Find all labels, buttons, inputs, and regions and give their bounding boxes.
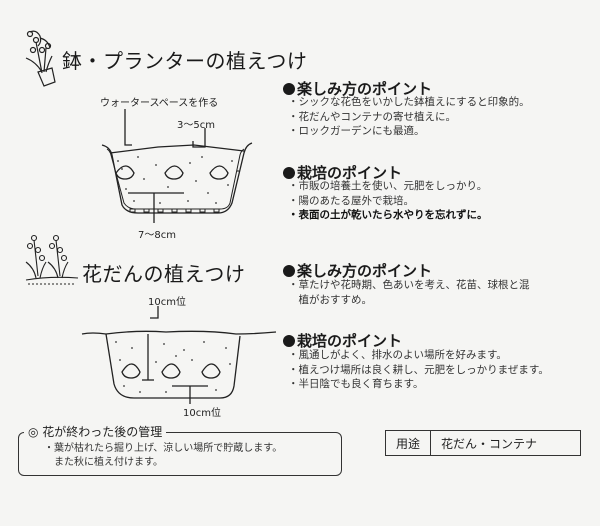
list-item: ・表面の土が乾いたら水やりを忘れずに。 bbox=[288, 209, 488, 221]
usage-table: 用途 花だん・コンテナ bbox=[385, 430, 581, 456]
after-flowering-box bbox=[18, 432, 342, 476]
bed-cultivation-list: ・風通しがよく、排水のよい場所を好みます。 ・植えつけ場所は良く耕し、元肥をしっ… bbox=[288, 348, 549, 392]
list-item: ・植えつけ場所は良く耕し、元肥をしっかりまぜます。 bbox=[288, 363, 549, 376]
pot-enjoy-heading: 楽しみ方のポイント bbox=[283, 78, 432, 99]
after-flowering-text: ・葉が枯れたら掘り上げ、涼しい場所で貯蔵します。 また秋に植え付けます。 bbox=[44, 442, 282, 470]
potted-plant-icon bbox=[25, 30, 56, 87]
list-item: ・葉が枯れたら掘り上げ、涼しい場所で貯蔵します。 bbox=[44, 443, 283, 454]
list-item: ・陽のあたる屋外で栽培。 bbox=[288, 194, 414, 207]
list-item: ・風通しがよく、排水のよい場所を好みます。 bbox=[288, 349, 507, 361]
pot-cultivation-list: ・市販の培養土を使い、元肥をしっかり。 ・陽のあたる屋外で栽培。 ・表面の土が乾… bbox=[288, 179, 488, 223]
spacing-label: 7〜8cm bbox=[138, 230, 176, 241]
bed-spacing-label: 10cm位 bbox=[183, 408, 221, 419]
pot-enjoy-list: ・シックな花色をいかした鉢植えにすると印象的。 ・花だんやコンテナの寄せ植えに。… bbox=[288, 95, 530, 139]
list-item: ・シックな花色をいかした鉢植えにすると印象的。 bbox=[288, 96, 530, 108]
bed-section-title: 花だんの植えつけ bbox=[82, 262, 246, 286]
after-flowering-title: ◎ 花が終わった後の管理 bbox=[24, 423, 167, 440]
bed-depth-label: 10cm位 bbox=[148, 297, 186, 308]
pot-cultivation-heading: 栽培のポイント bbox=[283, 162, 402, 183]
list-item: また秋に植え付けます。 bbox=[44, 457, 163, 468]
water-space-label: ウォータースペースを作る bbox=[100, 98, 219, 109]
list-item: ・半日陰でも良く育ちます。 bbox=[288, 378, 424, 390]
bed-cultivation-heading: 栽培のポイント bbox=[283, 330, 402, 351]
bullet-icon bbox=[283, 83, 295, 95]
usage-key: 用途 bbox=[386, 431, 431, 455]
bed-enjoy-heading: 楽しみ方のポイント bbox=[283, 260, 432, 281]
pot-section-title: 鉢・プランターの植えつけ bbox=[62, 49, 308, 73]
list-item: ・草たけや花時期、色あいを考え、花苗、球根と混 bbox=[288, 279, 530, 291]
bullet-icon bbox=[283, 265, 295, 277]
pot-planting-diagram bbox=[101, 109, 253, 223]
list-item: 植がおすすめ。 bbox=[288, 293, 372, 306]
flower-bed-icon bbox=[25, 234, 79, 285]
list-item: ・市販の培養土を使い、元肥をしっかり。 bbox=[288, 180, 488, 192]
usage-value: 花だん・コンテナ bbox=[441, 436, 538, 451]
bed-enjoy-list: ・草たけや花時期、色あいを考え、花苗、球根と混 植がおすすめ。 bbox=[288, 278, 530, 307]
bullet-icon bbox=[283, 335, 295, 347]
bed-planting-diagram bbox=[81, 306, 277, 404]
depth-label: 3〜5cm bbox=[177, 120, 215, 131]
list-item: ・花だんやコンテナの寄せ植えに。 bbox=[288, 110, 456, 123]
bullet-icon bbox=[283, 167, 295, 179]
list-item: ・ロックガーデンにも最適。 bbox=[288, 125, 425, 137]
